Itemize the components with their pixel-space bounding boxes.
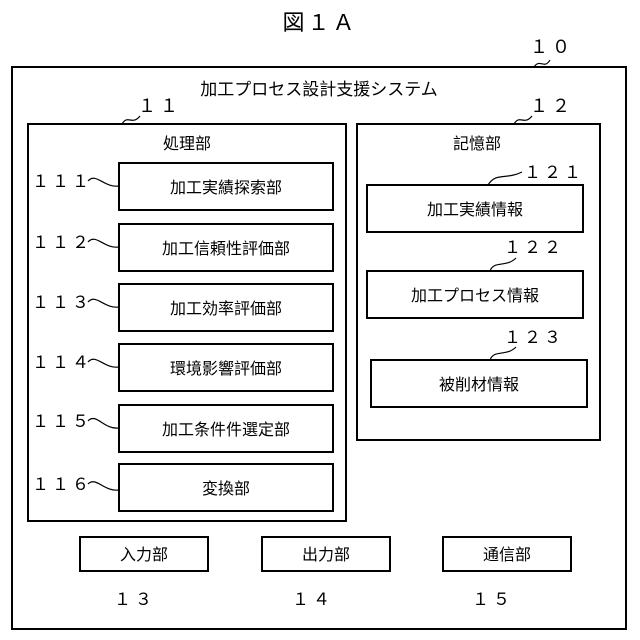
storage-item-label: 被削材情報 — [439, 375, 519, 394]
io-label: 入力部 — [120, 545, 168, 564]
module-label: 変換部 — [202, 479, 250, 498]
io-label: 通信部 — [483, 545, 531, 564]
figure-title: 図１Ａ — [282, 11, 357, 36]
storage-item-ref: １２１ — [524, 163, 584, 183]
system-title: 加工プロセス設計支援システム — [200, 80, 438, 100]
processing-unit-ref: １１ — [138, 96, 182, 117]
storage-item-ref: １２２ — [504, 238, 564, 258]
storage-item-label: 加工プロセス情報 — [411, 286, 539, 305]
module-label: 加工信頼性評価部 — [162, 239, 290, 258]
module-label: 加工効率評価部 — [170, 299, 282, 318]
system-leader — [534, 60, 550, 67]
module-ref: １１５ — [32, 412, 92, 432]
module-ref: １１３ — [32, 293, 92, 313]
module-label: 加工条件件選定部 — [162, 420, 290, 439]
io-ref: １３ — [114, 590, 156, 610]
module-ref: １１６ — [32, 475, 92, 495]
module-label: 加工実績探索部 — [170, 178, 282, 197]
io-ref: １５ — [472, 590, 514, 610]
io-label: 出力部 — [302, 545, 350, 564]
module-label: 環境影響評価部 — [170, 359, 282, 378]
storage-item-label: 加工実績情報 — [427, 200, 523, 219]
storage-unit-title: 記憶部 — [453, 134, 501, 153]
module-ref: １１１ — [32, 172, 92, 192]
module-ref: １１２ — [32, 233, 92, 253]
storage-unit-ref: １２ — [530, 96, 574, 117]
storage-item-ref: １２３ — [504, 328, 564, 348]
system-ref: １０ — [530, 37, 574, 58]
processing-unit-title: 処理部 — [163, 134, 211, 153]
module-ref: １１４ — [32, 353, 92, 373]
io-ref: １４ — [292, 590, 334, 610]
